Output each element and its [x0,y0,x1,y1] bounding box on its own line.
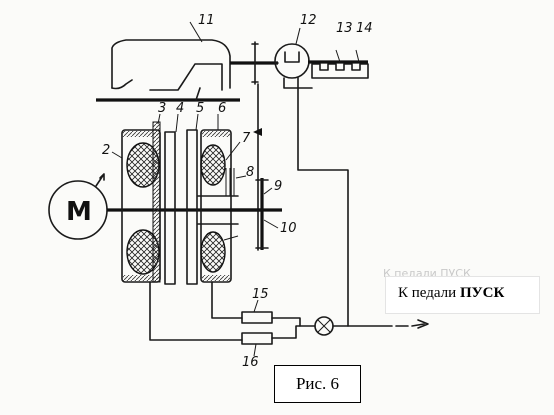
leader-16 [253,343,257,357]
leader-12 [295,27,301,45]
label-11: 11 [198,13,215,28]
label-9: 9 [274,179,282,194]
leader-7 [225,141,241,161]
label-15: 15 [252,287,269,302]
label-6: 6 [218,101,226,116]
leader-15 [253,299,259,313]
pedal-note: К педали ПУСК [385,276,540,314]
label-8: 8 [246,165,254,180]
leader-2 [111,151,123,159]
label-10: 10 [280,221,297,236]
rack-leaders [335,49,360,63]
label-3: 3 [158,101,166,116]
figure-caption: Рис. 6 [274,365,361,403]
brake-coil-lower [200,231,226,273]
brake-coil-upper [200,144,226,186]
label-5: 5 [196,101,204,116]
sensor-wire [297,77,349,327]
belt-arrow [253,128,262,136]
clutch-disc [152,121,176,285]
lower-pulley [255,178,269,250]
label-14: 14 [356,21,373,36]
label-7: 7 [242,131,251,146]
leaders-top [157,113,219,133]
label-4: 4 [176,101,184,116]
motor: М [48,173,108,240]
label-16: 16 [242,355,259,370]
label-12: 12 [300,13,317,28]
leader-8 [235,175,247,179]
machine-pulley [251,41,259,85]
resistor-15 [241,311,273,324]
wiring [149,281,429,345]
sensor-disc [274,43,310,79]
leader-9 [263,187,273,195]
leader-11 [189,21,203,43]
resistor-16 [241,332,273,345]
output-spring [197,168,239,241]
gear-rack [311,63,369,79]
sewing-machine-head [96,39,240,102]
pedal-start-label: ПУСК [459,285,505,301]
motor-label: М [66,197,92,227]
brake-disc [186,129,198,285]
sensor-wire-2 [283,77,313,89]
label-13: 13 [336,21,353,36]
pedal-text: К педали [398,285,457,301]
leader-10 [263,219,279,229]
label-2: 2 [102,143,110,158]
